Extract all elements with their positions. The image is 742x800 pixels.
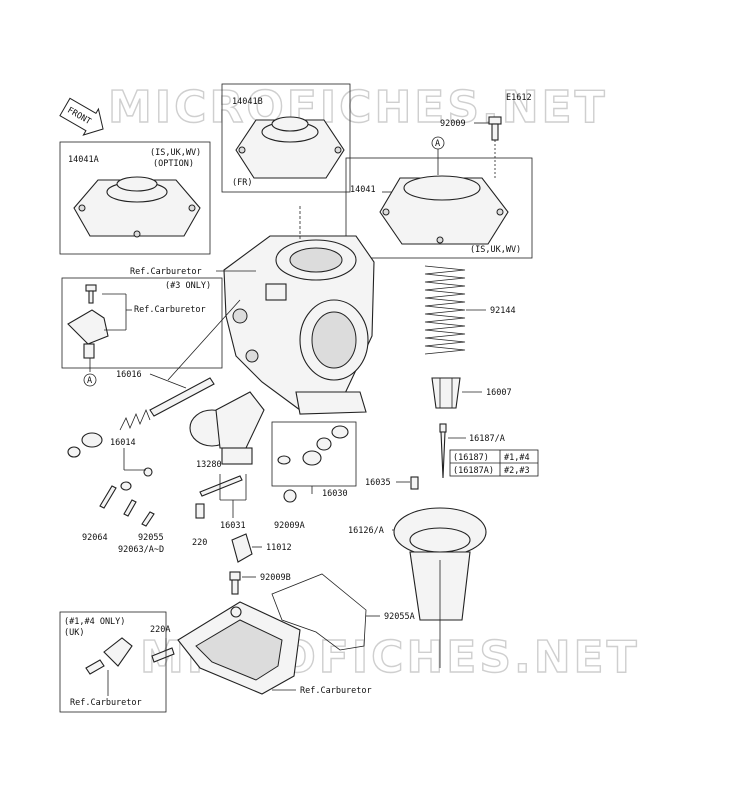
label-11012: 11012 <box>266 543 292 553</box>
ref-circle-a-bottom-label: A <box>87 376 92 386</box>
bracket-1-4-only-icon <box>85 637 133 675</box>
label-16126: 16126/A <box>348 526 384 536</box>
cap-14041A-icon <box>73 176 201 238</box>
label-16007: 16007 <box>486 388 512 398</box>
screw-92009-icon <box>488 116 502 141</box>
label-16035: 16035 <box>365 478 391 488</box>
ref-circle-a-bottom <box>83 373 97 387</box>
label-92009A: 92009A <box>274 521 305 531</box>
label-14041: 14041 <box>350 185 376 195</box>
box-16030 <box>271 421 357 487</box>
note-14041B: (FR) <box>232 178 252 188</box>
bracket-3-only-icon <box>67 284 109 359</box>
diagram-code: E1612 <box>506 93 532 103</box>
label-14041A: 14041A <box>68 155 99 165</box>
carburetor-body-icon <box>223 235 375 415</box>
note-14041: (IS,UK,WV) <box>470 245 521 255</box>
label-16187: 16187/A <box>469 434 505 444</box>
label-14041B: 14041B <box>232 97 263 107</box>
ref-carb-bottom-label: Ref.Carburetor <box>300 686 372 696</box>
watermark-top: MICROFICHES.NET <box>108 82 608 133</box>
small-parts-icon <box>99 467 205 527</box>
note-1-4-only: (#1,#4 ONLY) <box>64 617 125 627</box>
throttle-13280-icon <box>189 391 265 497</box>
float-bowl-icon <box>177 601 301 695</box>
label-220: 220 <box>192 538 207 548</box>
note-14041A-region: (IS,UK,WV) <box>150 148 201 158</box>
screw-92009B-icon <box>229 571 241 595</box>
piston-16126-icon <box>393 507 487 668</box>
gasket-92055A-icon <box>271 573 367 651</box>
label-16030: 16030 <box>322 489 348 499</box>
box-14041B <box>221 83 351 193</box>
table-r2-part: (16187A) <box>453 466 494 476</box>
front-arrow-icon: FRONT <box>59 97 104 136</box>
needle-table: (16187) #1,#4 (16187A) #2,#3 <box>449 449 539 477</box>
note-uk: (UK) <box>64 628 84 638</box>
cap-11012-icon <box>231 533 253 563</box>
label-16014: 16014 <box>110 438 136 448</box>
note-14041A-option: (OPTION) <box>153 159 194 169</box>
table-r2-cyl: #2,#3 <box>504 466 530 476</box>
box-1-4-only <box>59 611 167 713</box>
table-r1-part: (16187) <box>453 453 489 463</box>
box-14041A <box>59 141 211 255</box>
label-13280: 13280 <box>196 460 222 470</box>
ref-carb-top-label: Ref.Carburetor <box>130 267 202 277</box>
label-92055A: 92055A <box>384 612 415 622</box>
holder-16007-icon <box>431 377 461 409</box>
label-16016: 16016 <box>116 370 142 380</box>
screw-220A-icon <box>151 647 175 663</box>
label-92009: 92009 <box>440 119 466 129</box>
box-3-only <box>61 277 223 369</box>
valve-16030-icon <box>277 425 349 466</box>
jet-16035-icon <box>410 476 419 490</box>
ref-circle-a-top-label: A <box>435 139 440 149</box>
label-92064: 92064 <box>82 533 108 543</box>
ref-carb-box-label: Ref.Carburetor <box>134 305 206 315</box>
ref-carb-bl-label: Ref.Carburetor <box>70 698 142 708</box>
pilot-screw-16016-icon <box>67 377 215 458</box>
spring-92144-icon <box>424 265 466 355</box>
cap-14041B-icon <box>235 116 345 179</box>
box-14041 <box>345 157 533 259</box>
cap-14041-icon <box>379 175 509 245</box>
label-92055: 92055 <box>138 533 164 543</box>
needle-16187-icon <box>439 423 447 479</box>
label-220A: 220A <box>150 625 170 635</box>
table-r1-cyl: #1,#4 <box>504 453 530 463</box>
label-16031: 16031 <box>220 521 246 531</box>
plug-92009A-icon <box>283 489 297 503</box>
label-92063: 92063/A~D <box>118 545 164 555</box>
label-92009B: 92009B <box>260 573 291 583</box>
label-92144: 92144 <box>490 306 516 316</box>
note-3-only: (#3 ONLY) <box>165 281 211 291</box>
